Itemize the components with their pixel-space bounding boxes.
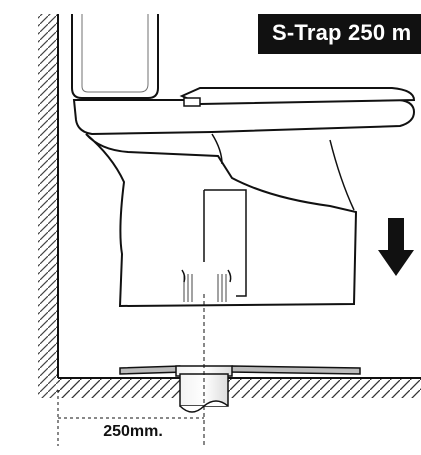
cistern (71, 14, 159, 99)
floor-flange (119, 365, 361, 377)
title-banner: S-Trap 250 m (258, 14, 421, 54)
floor (38, 377, 421, 402)
title-text: S-Trap 250 m (272, 20, 412, 45)
wall (38, 14, 59, 400)
dimension-label: 250mm. (103, 423, 163, 440)
toilet-bowl (72, 87, 416, 308)
outlet-spigot (181, 269, 232, 302)
down-arrow-icon (378, 218, 414, 276)
dimension-line (57, 390, 204, 446)
